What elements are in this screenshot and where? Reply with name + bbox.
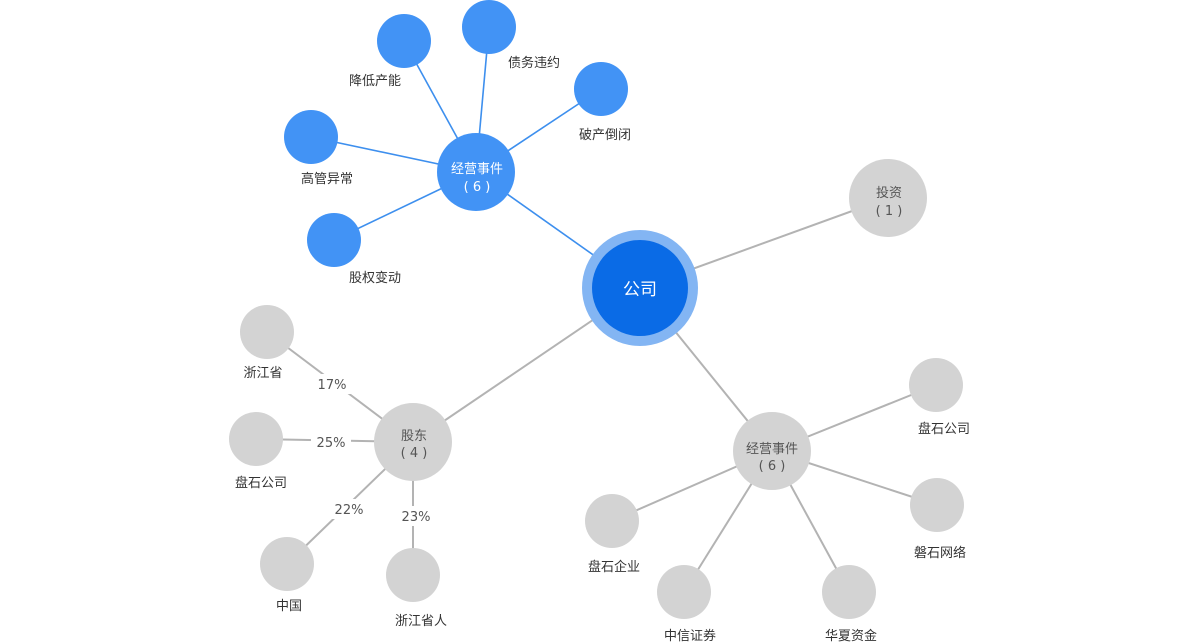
shareholder-label-china: 中国 [276, 599, 302, 614]
events-hub-gray-count: ( 6 ) [759, 459, 786, 474]
event-node-equity-change[interactable]: 股权变动 [307, 213, 401, 286]
events-hub-blue[interactable]: 经营事件 ( 6 ) [437, 133, 515, 211]
gray-event-node-citic-securities[interactable]: 中信证券 [657, 565, 716, 644]
pct-label-panshi-company: 25% [317, 436, 346, 451]
gray-event-node-panshi-enterprise[interactable]: 盘石企业 [585, 494, 640, 575]
events-hub-gray[interactable]: 经营事件 ( 6 ) [733, 412, 811, 490]
event-node-bankruptcy[interactable]: 破产倒闭 [574, 62, 631, 143]
investment-count: ( 1 ) [876, 204, 903, 219]
pct-label-zhejiang: 17% [318, 378, 347, 393]
shareholder-node-zhejiang-person[interactable]: 浙江省人 [386, 548, 447, 629]
shareholder-label-panshi-company: 盘石公司 [235, 475, 287, 491]
pct-label-zhejiang-person: 23% [402, 510, 431, 525]
shareholder-label-zhejiang-person: 浙江省人 [395, 614, 447, 629]
gray-event-label-panshi-company: 盘石公司 [918, 421, 970, 437]
event-node-reduce-capacity[interactable]: 降低产能 [349, 14, 431, 89]
gray-event-node-panshi-network[interactable]: 磐石网络 [910, 478, 966, 561]
shareholders-hub[interactable]: 股东 ( 4 ) [374, 403, 452, 481]
gray-event-label-citic-securities: 中信证券 [664, 628, 716, 644]
gray-event-node-huaxia-funds[interactable]: 华夏资金 [822, 565, 877, 644]
event-label-equity-change: 股权变动 [349, 270, 401, 286]
event-label-debt-default: 债务违约 [508, 55, 560, 71]
investment-label: 投资 [876, 185, 902, 201]
event-node-debt-default[interactable]: 债务违约 [462, 0, 560, 71]
shareholder-node-panshi-company[interactable]: 盘石公司 [229, 412, 287, 491]
shareholders-label: 股东 [401, 429, 427, 444]
event-label-executive-anomaly: 高管异常 [301, 171, 353, 187]
shareholder-node-zhejiang[interactable]: 浙江省 [240, 305, 294, 381]
shareholder-percentages: 17% 25% 22% 23% [311, 374, 436, 526]
gray-event-node-panshi-company[interactable]: 盘石公司 [909, 358, 970, 437]
events-hub-gray-label: 经营事件 [746, 442, 798, 457]
shareholders-count: ( 4 ) [401, 446, 428, 461]
gray-event-label-panshi-enterprise: 盘石企业 [588, 559, 640, 575]
event-label-bankruptcy: 破产倒闭 [579, 128, 631, 143]
gray-event-label-huaxia-funds: 华夏资金 [825, 628, 877, 644]
event-node-executive-anomaly[interactable]: 高管异常 [284, 110, 353, 187]
events-hub-blue-count: ( 6 ) [464, 180, 491, 195]
pct-label-china: 22% [335, 503, 364, 518]
shareholder-node-china[interactable]: 中国 [260, 537, 314, 614]
center-node[interactable]: 公司 [582, 230, 698, 346]
gray-event-label-panshi-network: 磐石网络 [914, 545, 966, 561]
event-label-reduce-capacity: 降低产能 [349, 74, 401, 89]
center-node-label: 公司 [623, 280, 657, 300]
investment-node[interactable]: 投资 ( 1 ) [849, 159, 927, 237]
events-hub-blue-label: 经营事件 [451, 162, 503, 177]
shareholder-label-zhejiang: 浙江省 [243, 366, 282, 381]
